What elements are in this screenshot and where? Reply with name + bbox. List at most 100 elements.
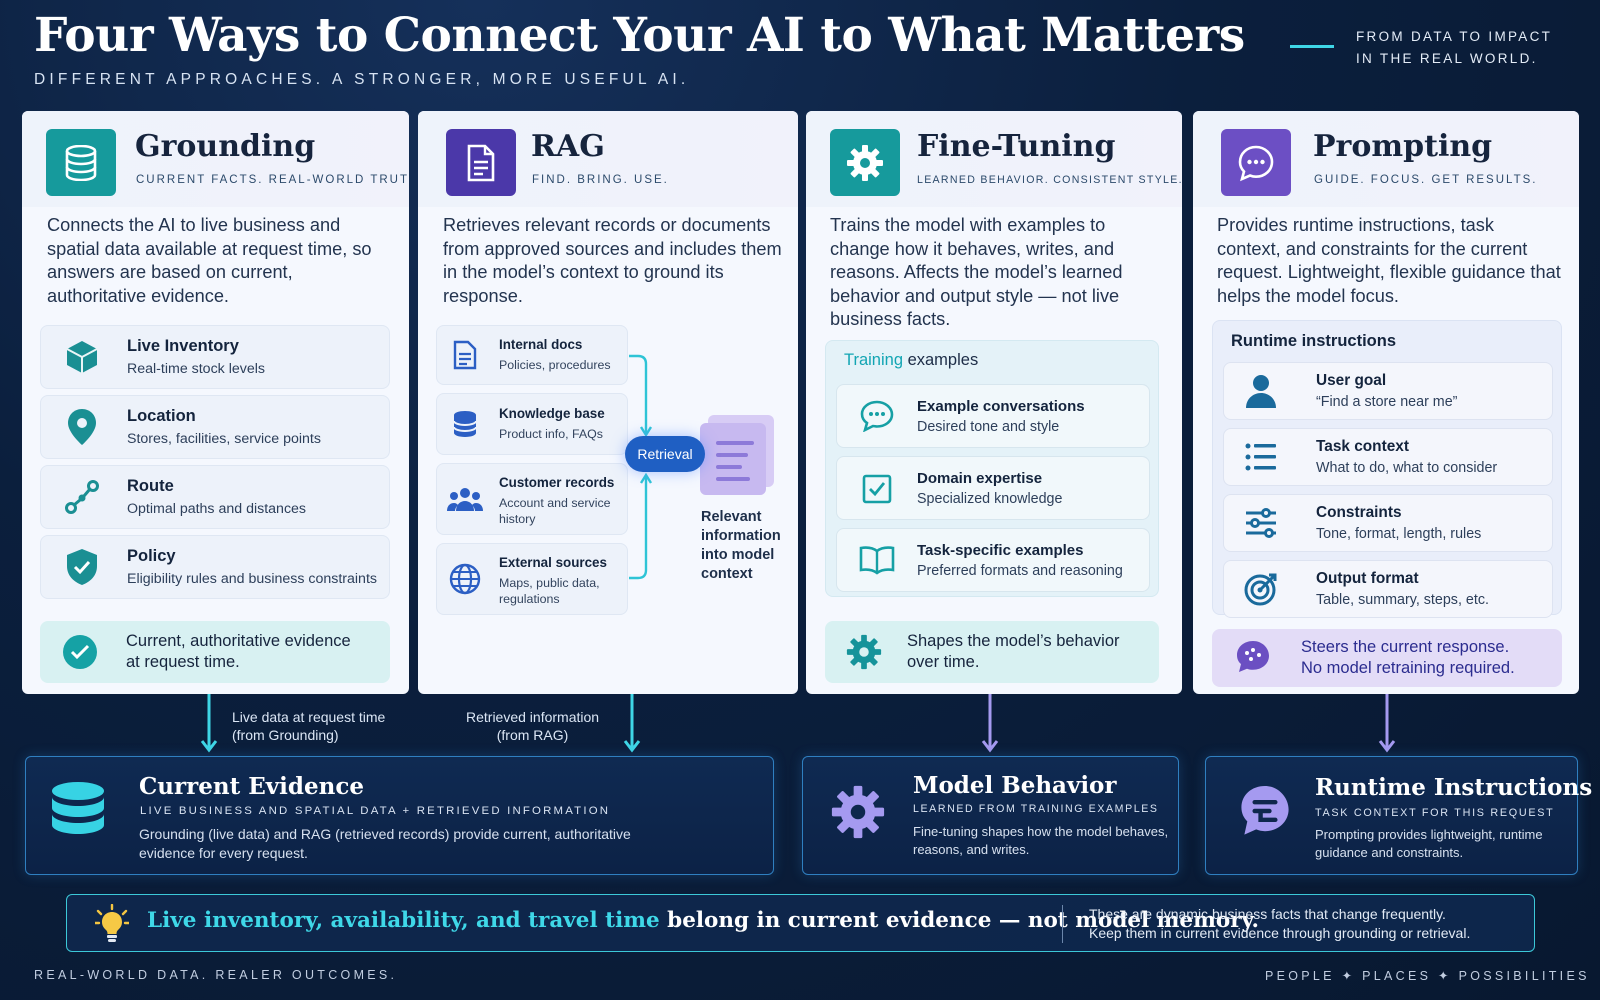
footer-line: over time. bbox=[907, 653, 980, 671]
checkbox-icon bbox=[857, 468, 897, 508]
speech-bubble-icon bbox=[1237, 783, 1293, 844]
panel-title: Runtime Instructions bbox=[1315, 774, 1593, 801]
panel-description: Fine-tuning shapes how the model behaves… bbox=[913, 823, 1168, 859]
card-title: Grounding bbox=[135, 129, 316, 164]
runtime-instructions-bottom-panel: Runtime Instructions TASK CONTEXT FOR TH… bbox=[1205, 756, 1592, 875]
source-title: Customer records bbox=[499, 475, 615, 490]
desc-line: Fine-tuning shapes how the model behaves… bbox=[913, 824, 1169, 839]
flow-label-line: (from RAG) bbox=[496, 727, 569, 743]
result-line: Relevant bbox=[701, 509, 762, 525]
page-subtitle: DIFFERENT APPROACHES. A STRONGER, MORE U… bbox=[34, 71, 690, 88]
item-subtitle: Eligibility rules and business constrain… bbox=[127, 571, 377, 587]
item-title: Location bbox=[127, 407, 196, 425]
book-icon bbox=[857, 540, 897, 580]
source-title: External sources bbox=[499, 555, 607, 570]
item-subtitle: Stores, facilities, service points bbox=[127, 431, 321, 447]
footer-line: at request time. bbox=[126, 653, 240, 671]
source-item: Internal docs Policies, procedures bbox=[436, 325, 628, 385]
source-subtitle: Policies, procedures bbox=[499, 358, 611, 372]
map-pin-icon bbox=[61, 406, 103, 448]
callout-note: These are dynamic business facts that ch… bbox=[1089, 905, 1470, 943]
source-item: Knowledge base Product info, FAQs bbox=[436, 393, 628, 455]
key-takeaway-callout: Live inventory, availability, and travel… bbox=[66, 894, 1535, 952]
retrieval-result-label: Relevant information into model context bbox=[701, 508, 781, 584]
item-title: User goal bbox=[1316, 372, 1387, 389]
list-icon bbox=[1240, 436, 1282, 478]
footer-line: Shapes the model’s behavior bbox=[907, 632, 1120, 650]
prompting-card: Prompting GUIDE. FOCUS. GET RESULTS. Pro… bbox=[1193, 111, 1579, 694]
grounding-card: Grounding CURRENT FACTS. REAL-WORLD TRUT… bbox=[22, 111, 409, 694]
flow-label-line: Live data at request time bbox=[232, 709, 386, 725]
list-item: Live Inventory Real-time stock levels bbox=[40, 325, 390, 389]
footer-line: Steers the current response. bbox=[1301, 638, 1510, 656]
panel-tagline: TASK CONTEXT FOR THIS REQUEST bbox=[1315, 807, 1555, 819]
document-icon bbox=[447, 337, 483, 373]
source-title: Knowledge base bbox=[499, 406, 605, 421]
item-title: Example conversations bbox=[917, 398, 1085, 415]
footer-right-tagline: PEOPLE ✦ PLACES ✦ POSSIBILITIES bbox=[1265, 969, 1590, 983]
training-examples-panel: Training examples Example conversations … bbox=[825, 340, 1159, 597]
item-subtitle: “Find a store near me” bbox=[1316, 394, 1458, 410]
chat-bubble-icon bbox=[857, 396, 897, 436]
globe-icon bbox=[447, 561, 483, 597]
card-tagline: LEARNED BEHAVIOR. CONSISTENT STYLE. bbox=[917, 174, 1182, 186]
footer-left-tagline: REAL-WORLD DATA. REALER OUTCOMES. bbox=[34, 968, 398, 982]
flow-label-line: Retrieved information bbox=[466, 709, 600, 725]
card-description: Connects the AI to live business and spa… bbox=[47, 215, 372, 306]
callout-highlight: Live inventory, availability, and travel… bbox=[147, 908, 660, 933]
desc-line: Prompting provides lightweight, runtime bbox=[1315, 827, 1543, 842]
card-description: Retrieves relevant records or documents … bbox=[443, 215, 782, 306]
list-item: Constraints Tone, format, length, rules bbox=[1223, 494, 1553, 552]
tagline-accent-line bbox=[1290, 45, 1334, 48]
list-item: User goal “Find a store near me” bbox=[1223, 362, 1553, 420]
rag-flow-label: Retrieved information (from RAG) bbox=[466, 708, 599, 744]
card-description: Provides runtime instructions, task cont… bbox=[1217, 215, 1561, 306]
gear-icon bbox=[829, 783, 887, 846]
page-title: Four Ways to Connect Your AI to What Mat… bbox=[34, 8, 1245, 63]
item-subtitle: Table, summary, steps, etc. bbox=[1316, 592, 1489, 608]
note-line: Keep them in current evidence through gr… bbox=[1089, 925, 1471, 941]
speech-bubble-icon bbox=[1234, 639, 1272, 680]
callout-message: Live inventory, availability, and travel… bbox=[147, 908, 1259, 933]
runtime-instructions-panel: Runtime instructions User goal “Find a s… bbox=[1212, 320, 1562, 618]
footer-line: Current, authoritative evidence bbox=[126, 632, 351, 650]
card-title: RAG bbox=[531, 129, 605, 164]
sliders-icon bbox=[1240, 502, 1282, 544]
source-item: Customer records Account and service his… bbox=[436, 463, 628, 535]
list-item: Policy Eligibility rules and business co… bbox=[40, 535, 390, 599]
desc-line: evidence for every request. bbox=[139, 845, 308, 861]
model-behavior-panel: Model Behavior LEARNED FROM TRAINING EXA… bbox=[802, 756, 1179, 875]
cube-icon bbox=[61, 336, 103, 378]
desc-line: reasons, and writes. bbox=[913, 842, 1030, 857]
item-title: Domain expertise bbox=[917, 470, 1043, 487]
document-icon bbox=[446, 129, 516, 196]
gear-icon bbox=[845, 633, 883, 676]
item-title: Route bbox=[127, 477, 174, 495]
footer-line: No model retraining required. bbox=[1301, 659, 1515, 677]
desc-line: guidance and constraints. bbox=[1315, 845, 1464, 860]
card-title: Prompting bbox=[1313, 129, 1493, 164]
shield-check-icon bbox=[61, 546, 103, 588]
result-line: information bbox=[701, 528, 781, 544]
item-title: Task context bbox=[1316, 438, 1409, 455]
route-icon bbox=[61, 476, 103, 518]
item-subtitle: Preferred formats and reasoning bbox=[917, 563, 1123, 579]
database-icon bbox=[447, 406, 483, 442]
card-tagline: CURRENT FACTS. REAL-WORLD TRUTH. bbox=[136, 174, 409, 186]
item-title: Live Inventory bbox=[127, 337, 239, 355]
card-tagline: FIND. BRING. USE. bbox=[532, 174, 669, 186]
desc-line: Grounding (live data) and RAG (retrieved… bbox=[139, 826, 631, 842]
finetuning-card: Fine-Tuning LEARNED BEHAVIOR. CONSISTENT… bbox=[806, 111, 1182, 694]
panel-label-rest: examples bbox=[903, 351, 979, 369]
footer-text: Steers the current response. No model re… bbox=[1301, 637, 1515, 679]
footer-text: Shapes the model’s behavior over time. bbox=[907, 631, 1120, 673]
user-icon bbox=[1240, 370, 1282, 412]
target-icon bbox=[1240, 568, 1282, 610]
list-item: Route Optimal paths and distances bbox=[40, 465, 390, 529]
lightbulb-icon bbox=[93, 903, 131, 949]
panel-label: Training examples bbox=[844, 351, 978, 370]
item-subtitle: What to do, what to consider bbox=[1316, 460, 1498, 476]
item-title: Policy bbox=[127, 547, 176, 565]
card-footer: Current, authoritative evidence at reque… bbox=[40, 621, 390, 683]
panel-description: Grounding (live data) and RAG (retrieved… bbox=[139, 825, 631, 863]
